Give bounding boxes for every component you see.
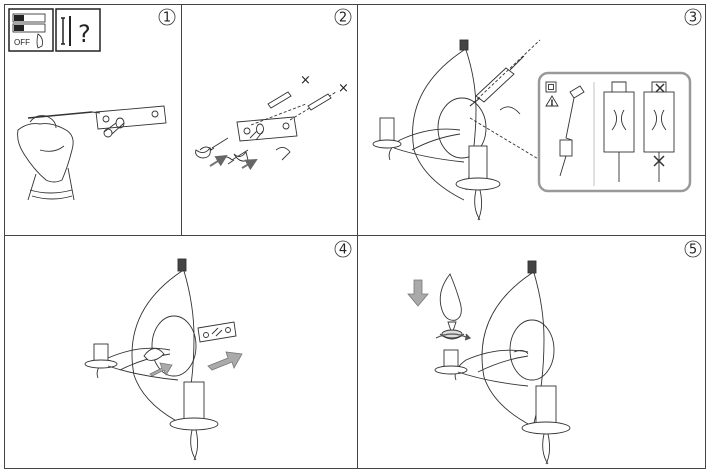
- wire-connector-illustration: [469, 39, 541, 161]
- wall-lamp-illustration: [434, 260, 571, 465]
- panel-step-3: 3 !: [372, 8, 702, 221]
- wall-lamp-illustration: [372, 39, 501, 221]
- warning-icon: [545, 95, 559, 107]
- panel-borders: [4, 4, 706, 469]
- step-4-number: 4: [339, 243, 347, 258]
- panel-step-5: 5: [407, 240, 702, 465]
- step-number-badge: 1: [158, 8, 176, 26]
- tools-question-icon: ?: [55, 8, 101, 52]
- step-2-number: 2: [339, 11, 347, 26]
- not-this-cross-icon-2: ×: [338, 81, 349, 96]
- step-5-number: 5: [689, 243, 697, 258]
- svg-text:!: !: [551, 100, 553, 107]
- candle-bulb-icon: [439, 273, 465, 340]
- step-3-number: 3: [689, 11, 697, 26]
- step-1-number: 1: [163, 11, 171, 26]
- question-mark: ?: [78, 20, 91, 48]
- rotate-arrow-icon: [435, 333, 472, 341]
- wall-lamp-mounting-illustration: [84, 258, 237, 461]
- step-number-badge: 2: [334, 8, 352, 26]
- hand-marking-illustration: [17, 105, 167, 201]
- panel-step-2: 2 × ×: [195, 8, 352, 171]
- direction-arrows: [149, 351, 243, 377]
- insert-down-arrow: [407, 279, 429, 307]
- double-insulation-icon: [545, 81, 557, 93]
- bracket-mounting-illustration: [195, 91, 337, 171]
- step-number-badge: 4: [334, 240, 352, 258]
- step-number-badge: 5: [684, 240, 702, 258]
- off-label: OFF: [14, 38, 30, 47]
- panel-step-4: 4: [84, 240, 352, 461]
- panel-step-1: 1 OFF ?: [8, 8, 176, 201]
- wiring-detail-inset: !: [537, 71, 692, 193]
- power-off-icon: OFF: [8, 8, 54, 52]
- step-number-badge: 3: [684, 8, 702, 26]
- not-this-cross-icon: ×: [300, 73, 311, 88]
